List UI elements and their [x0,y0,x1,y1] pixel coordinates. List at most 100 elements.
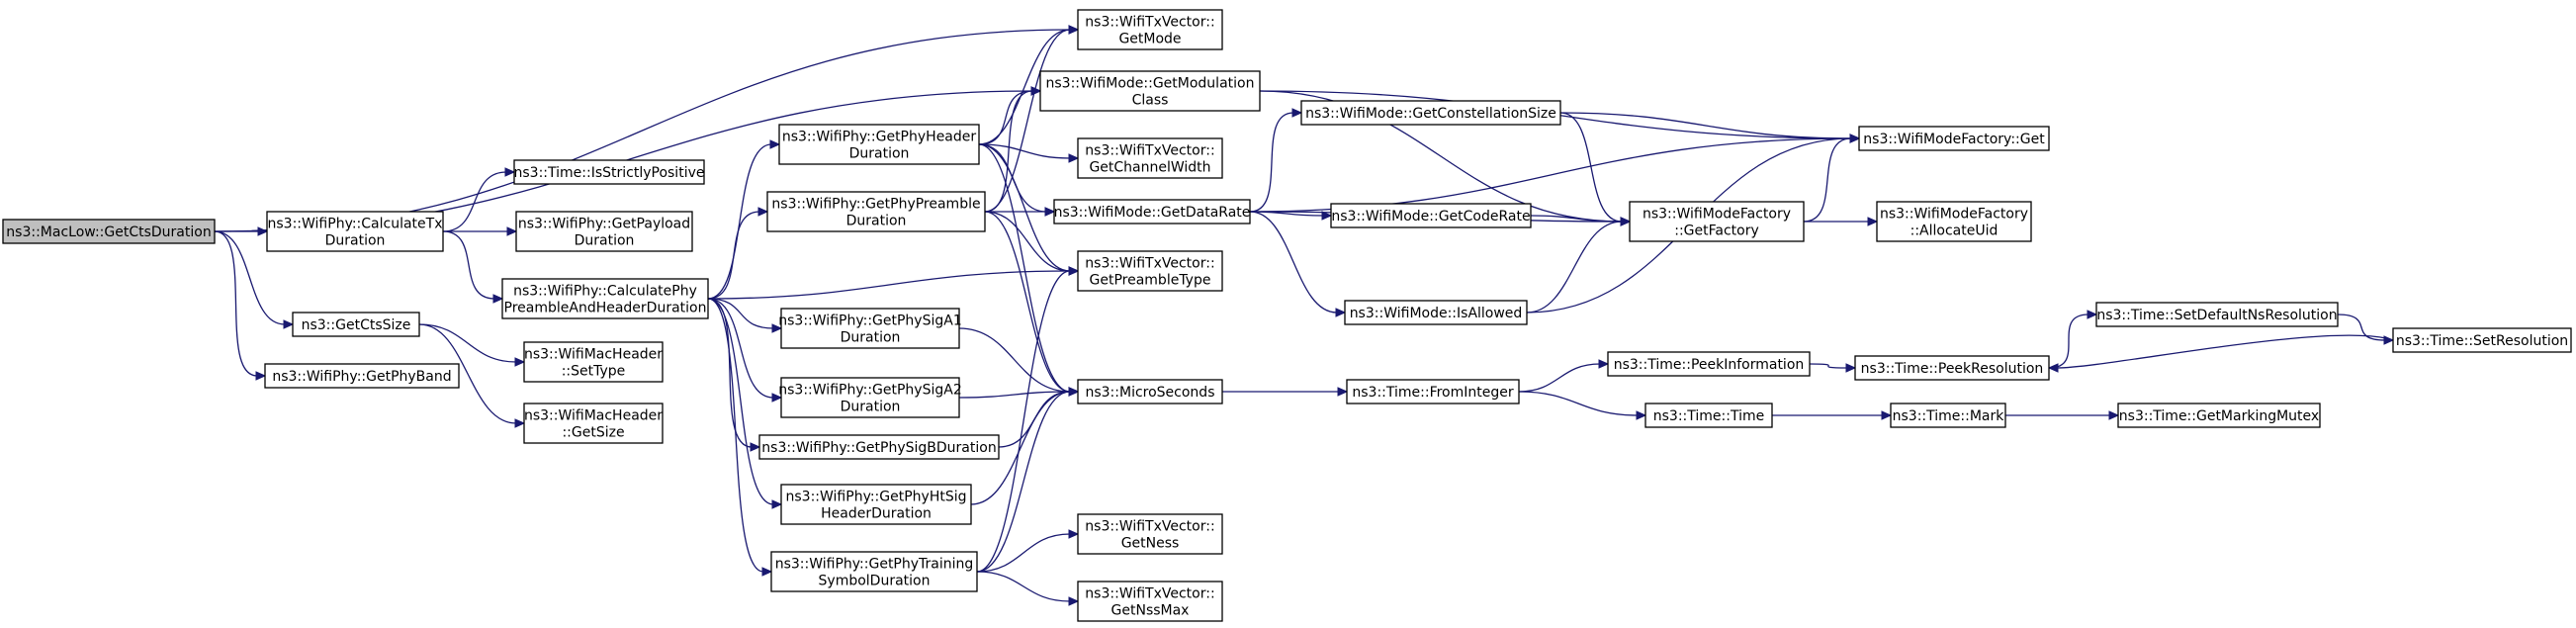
node-label-line: Duration [841,400,901,415]
node-label-line: ns3::Time::SetResolution [2396,333,2568,349]
node-box [264,363,460,389]
nodes-layer: ns3::MacLow::GetCtsDurationns3::WifiPhy:… [2,9,2572,622]
node-calcphypreamble[interactable]: ns3::WifiPhy::CalculatePhyPreambleAndHea… [501,278,709,319]
node-getfactory[interactable]: ns3::WifiModeFactory::GetFactory [1629,201,1805,242]
arrowhead-getctssize-to-getsize [514,418,526,428]
node-getphyband[interactable]: ns3::WifiPhy::GetPhyBand [264,363,460,389]
node-mark[interactable]: ns3::Time::Mark [1890,403,2006,428]
node-getdatarate[interactable]: ns3::WifiMode::GetDataRate [1053,199,1251,224]
node-peekinfo[interactable]: ns3::Time::PeekInformation [1607,351,1811,377]
arrowhead-getdatarate-to-getconstellation [1291,108,1303,118]
node-box [1077,250,1223,292]
arrowhead-getfactory-to-allocateuid [1867,217,1879,226]
edge-getphyhtsig-to-microseconds [970,391,1071,505]
arrowhead-fromint-to-peekinfo [1598,359,1610,369]
node-factoryget[interactable]: ns3::WifiModeFactory::Get [1858,126,2050,151]
arrowhead-isallowed-to-getfactory [1620,217,1632,226]
arrowhead-getfactory-to-factoryget [1849,134,1861,143]
node-getmarkingmutex[interactable]: ns3::Time::GetMarkingMutex [2117,403,2321,428]
edge-getctssize-to-settype [418,323,517,363]
node-label-line: ns3::WifiPhy::GetPhyHtSig [786,490,967,505]
edge-getconstellation-to-getfactory [1559,112,1623,223]
edge-getphytraining-to-getpreambletype [976,270,1071,573]
arrowhead-mark-to-getmarkingmutex [2108,410,2120,420]
node-setdefaultns[interactable]: ns3::Time::SetDefaultNsResolution [2095,302,2339,327]
node-box [1077,581,1223,622]
edge-getdatarate-to-isallowed [1249,211,1338,314]
node-label-line: ns3::Time::Time [1653,408,1764,424]
node-label-line: ns3::WifiMacHeader [524,408,663,424]
edge-peekres-to-setdefaultns [2048,314,2089,369]
node-label-line: ns3::WifiPhy::GetPhySigBDuration [761,440,996,456]
edge-getdatarate-to-factoryget [1249,137,1852,213]
arrowhead-timetime-to-mark [1881,410,1893,420]
node-getpreambletype[interactable]: ns3::WifiTxVector::GetPreambleType [1077,250,1223,292]
arrowhead-getphytraining-to-microseconds [1068,387,1080,397]
node-allocateuid[interactable]: ns3::WifiModeFactory::AllocateUid [1876,201,2032,242]
edge-getphyheader-to-getpreambletype [978,143,1071,272]
node-box [2392,327,2572,353]
node-timetime[interactable]: ns3::Time::Time [1644,403,1773,428]
node-box [1858,126,2050,151]
node-box [2117,403,2321,428]
node-getctssize[interactable]: ns3::GetCtsSize [292,312,420,337]
node-getmode[interactable]: ns3::WifiTxVector::GetMode [1077,9,1223,50]
node-box [1053,199,1251,224]
node-label-line: GetChannelWidth [1089,160,1210,176]
node-label-line: ns3::Time::PeekResolution [1861,361,2044,377]
edge-getphypreamble-to-getmodulation [984,90,1033,213]
node-box [780,308,960,349]
node-getnssmax[interactable]: ns3::WifiTxVector::GetNssMax [1077,581,1223,622]
node-label-line: GetNssMax [1111,603,1190,619]
node-isstrictlypositive[interactable]: ns3::Time::IsStrictlyPositive [513,159,705,185]
node-box [501,278,709,319]
node-fromint[interactable]: ns3::Time::FromInteger [1346,379,1520,404]
node-box [1039,70,1261,112]
arrowhead-getctsduration-to-getphyband [255,371,267,381]
edge-getphytraining-to-getnssmax [976,571,1071,602]
edge-getmodulation-to-getfactory [1259,90,1623,223]
node-settype[interactable]: ns3::WifiMacHeader::SetType [523,341,664,383]
edge-fromint-to-peekinfo [1518,363,1601,393]
node-isallowed[interactable]: ns3::WifiMode::IsAllowed [1344,300,1528,325]
node-box [1854,355,2050,381]
node-label-line: ns3::WifiPhy::GetPayload [518,217,690,232]
node-label-line: ns3::WifiPhy::CalculatePhy [513,284,697,300]
node-label-line: GetNess [1121,536,1180,552]
node-getcoderate[interactable]: ns3::WifiMode::GetCodeRate [1330,203,1532,228]
node-peekres[interactable]: ns3::Time::PeekResolution [1854,355,2050,381]
edge-setdefaultns-to-setres [2337,314,2386,341]
node-box [1644,403,1773,428]
node-getphysigb[interactable]: ns3::WifiPhy::GetPhySigBDuration [758,434,1000,460]
edge-getdatarate-to-getconstellation [1249,112,1294,213]
node-label-line: Duration [325,233,386,249]
node-label-line: ns3::Time::GetMarkingMutex [2119,408,2319,424]
node-label-line: ::GetSize [562,425,624,441]
node-box [778,124,980,165]
node-getsize[interactable]: ns3::WifiMacHeader::GetSize [523,403,664,444]
arrowhead-peekres-to-setdefaultns [2087,310,2098,319]
node-microseconds[interactable]: ns3::MicroSeconds [1077,379,1223,404]
node-getchannelwidth[interactable]: ns3::WifiTxVector::GetChannelWidth [1077,137,1223,179]
arrowhead-getphypreamble-to-getmodulation [1030,86,1042,96]
node-box [1890,403,2006,428]
node-getctsduration[interactable]: ns3::MacLow::GetCtsDuration [2,219,216,244]
node-getconstellation[interactable]: ns3::WifiMode::GetConstellationSize [1300,100,1561,126]
node-label-line: ns3::WifiMacHeader [524,347,663,363]
node-setres[interactable]: ns3::Time::SetResolution [2392,327,2572,353]
node-getphytraining[interactable]: ns3::WifiPhy::GetPhyTrainingSymbolDurati… [770,551,978,592]
edge-getctsduration-to-getphyband [214,230,258,377]
arrowhead-setres-to-peekres [2047,363,2059,373]
edge-getphyheader-to-getmode [978,29,1071,145]
node-getness[interactable]: ns3::WifiTxVector::GetNess [1077,513,1223,555]
node-label-line: SymbolDuration [819,574,931,589]
